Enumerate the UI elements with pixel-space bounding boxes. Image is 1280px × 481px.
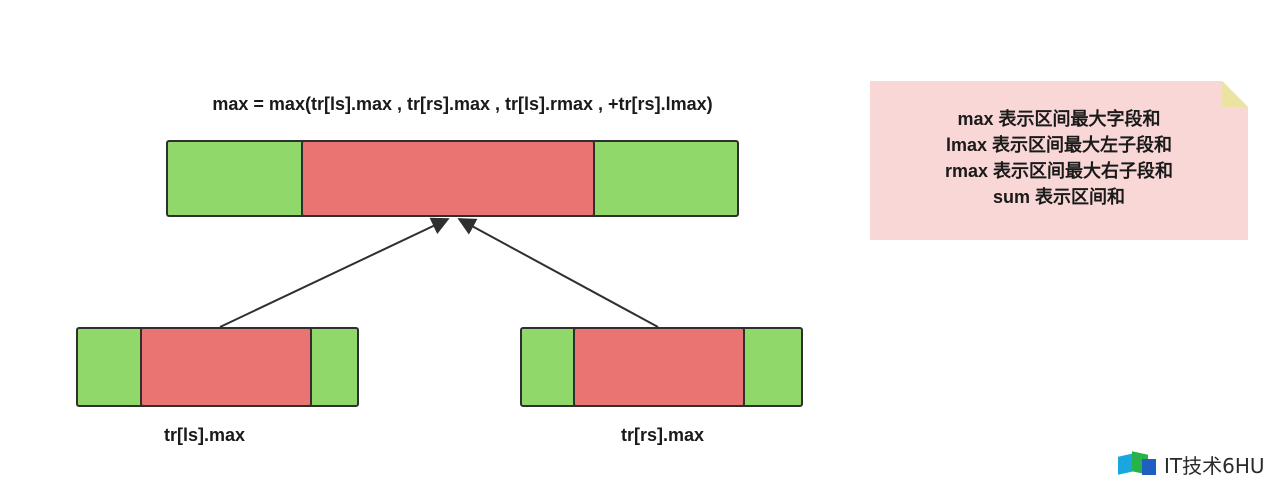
watermark-logo-icon: [1118, 451, 1158, 477]
formula-label: max = max(tr[ls].max , tr[rs].max , tr[l…: [212, 94, 713, 114]
left-child-max-subsegment: [140, 327, 312, 407]
legend-line-sum: sum 表示区间和: [992, 187, 1125, 207]
left-child-label: tr[ls].max: [164, 425, 246, 445]
right-child-to-parent-arrow: [457, 218, 659, 328]
legend-line-rmax: rmax 表示区间最大右子段和: [944, 161, 1174, 181]
right-child-label: tr[rs].max: [621, 425, 705, 445]
parent-max-subsegment: [301, 140, 595, 217]
legend-line-lmax: lmax 表示区间最大左子段和: [945, 135, 1173, 155]
watermark-text: IT技术6HU: [1164, 453, 1265, 478]
right-child-max-subsegment: [573, 327, 745, 407]
legend-note: [870, 81, 1248, 240]
legend-note-text: max 表示区间最大字段和 lmax 表示区间最大左子段和 rmax 表示区间最…: [870, 106, 1248, 210]
watermark: IT技术6HU: [1118, 449, 1265, 479]
left-child-to-parent-arrow: [219, 217, 450, 328]
legend-line-max: max 表示区间最大字段和: [957, 109, 1161, 129]
